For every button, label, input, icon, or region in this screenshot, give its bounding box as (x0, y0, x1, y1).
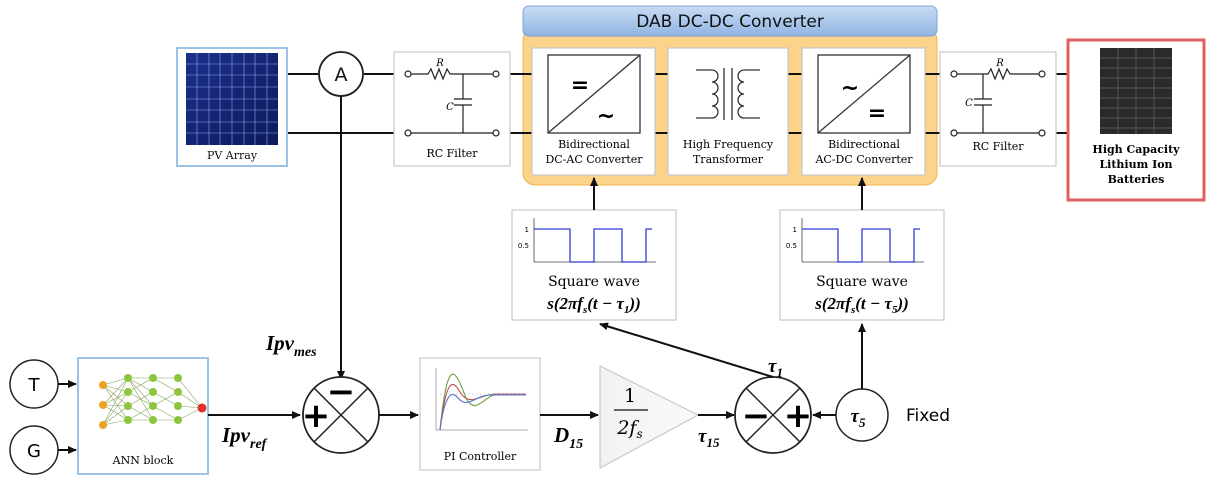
rc-right-r-label: R (995, 58, 1004, 69)
ipv-ref-signal: Ipvref (221, 423, 268, 452)
sum2-minus-sign: − (742, 396, 771, 436)
input-g-label: G (27, 441, 41, 462)
square-right-expression: s(2πfs(t − τ5)) (814, 294, 909, 316)
summing-junction-1: + − (302, 372, 380, 454)
dcac-label-line2: DC-AC Converter (545, 153, 643, 166)
input-g: G (9, 425, 59, 475)
gain-denominator: 2fs (616, 417, 642, 441)
rc-filter-left: R C RC Filter (393, 51, 511, 167)
square-wave-right-block: 1 0.5 Square wave s(2πfs(t − τ5)) (779, 209, 945, 321)
rc-filter-left-label: RC Filter (426, 147, 478, 160)
hf-transformer-block: High Frequency Transformer (667, 47, 789, 176)
rc-left-c-label: C (446, 102, 454, 113)
gain-numerator: 1 (624, 385, 636, 407)
dcac-label-line1: Bidirectional (558, 138, 630, 151)
acdc-symbol-dc: = (868, 101, 886, 126)
ammeter: A (318, 51, 364, 97)
square-left-label: Square wave (548, 274, 640, 290)
sum1-plus-sign: + (302, 396, 331, 436)
transformer-icon (696, 68, 760, 120)
ann-label: ANN block (112, 454, 174, 467)
dab-title: DAB DC-DC Converter (636, 12, 824, 32)
acdc-label-line2: AC-DC Converter (814, 153, 913, 166)
ann-block: ANN block (77, 357, 209, 475)
battery-rack-image (1100, 48, 1172, 134)
input-t-label: T (28, 375, 41, 396)
input-t: T (9, 359, 59, 409)
hf-label-line1: High Frequency (683, 138, 774, 151)
dc-ac-converter-block: = ~ Bidirectional DC-AC Converter (531, 47, 656, 176)
ammeter-label: A (335, 64, 348, 86)
tau5-source: τ5 (835, 388, 889, 442)
dcac-symbol-dc: = (571, 73, 589, 98)
rc-left-r-label: R (435, 58, 444, 69)
square-left-expression: s(2πfs(t − τ1)) (546, 294, 641, 316)
square-left-tick-1: 1 (525, 226, 529, 234)
tau1-signal: τ1 (768, 356, 783, 380)
battery-label-line3: Batteries (1108, 173, 1165, 186)
pv-array-block: PV Array (176, 47, 288, 167)
square-right-tick-1: 1 (793, 226, 797, 234)
rc-filter-right: R C RC Filter (939, 51, 1057, 167)
summing-junction-2: − + (734, 376, 813, 454)
hf-label-line2: Transformer (693, 153, 764, 166)
square-left-tick-05: 0.5 (518, 242, 529, 250)
ac-dc-converter-block: ~ = Bidirectional AC-DC Converter (801, 47, 926, 176)
neural-network-icon (99, 374, 207, 429)
acdc-label-line1: Bidirectional (828, 138, 900, 151)
square-left-waveform (534, 228, 652, 263)
acdc-symbol-ac: ~ (841, 76, 859, 101)
fixed-label: Fixed (906, 406, 950, 426)
square-right-label: Square wave (816, 274, 908, 290)
sum1-minus-sign: − (327, 372, 356, 412)
square-right-tick-05: 0.5 (786, 242, 797, 250)
tau5-label: τ5 (851, 406, 866, 430)
tau15-signal: τ15 (698, 426, 720, 450)
pi-controller-label: PI Controller (444, 450, 517, 463)
pv-array-label: PV Array (207, 149, 258, 162)
dab-title-bar (522, 5, 938, 37)
dcac-symbol-ac: ~ (597, 104, 615, 129)
square-right-waveform (802, 228, 920, 263)
gain-block: 1 2fs (599, 365, 700, 470)
battery-label-line1: High Capacity (1092, 143, 1180, 156)
ipv-mes-signal: Ipvmes (265, 331, 317, 360)
battery-block: High Capacity Lithium Ion Batteries (1066, 38, 1206, 202)
pi-controller-block: PI Controller (419, 357, 541, 471)
pi-response-curve-3 (439, 394, 526, 431)
sum2-plus-sign: + (784, 396, 813, 436)
rc-right-c-label: C (965, 98, 973, 109)
square-wave-left-block: 1 0.5 Square wave s(2πfs(t − τ1)) (511, 209, 677, 321)
battery-label-line2: Lithium Ion (1099, 158, 1172, 171)
rc-filter-right-label: RC Filter (972, 140, 1024, 153)
d15-signal: D15 (553, 423, 583, 452)
